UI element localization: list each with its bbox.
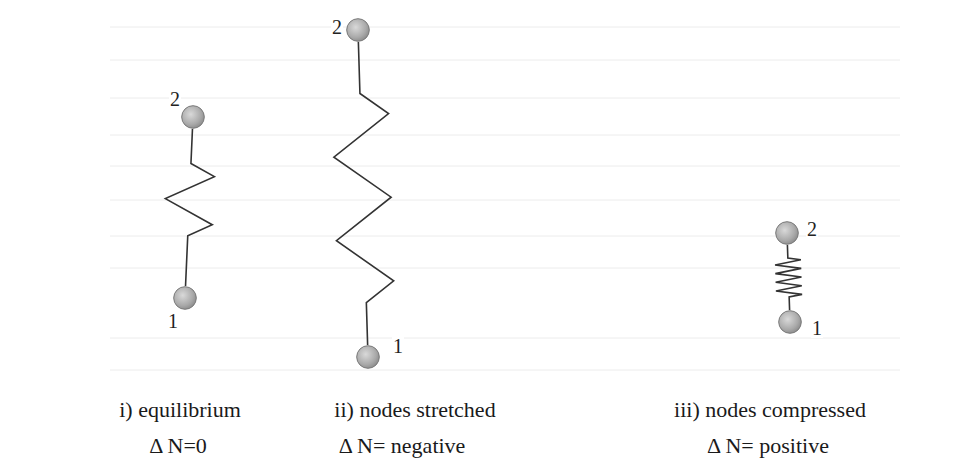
caption-text: Δ N= negative xyxy=(339,434,466,458)
spring xyxy=(165,129,214,286)
caption-text: ii) nodes stretched xyxy=(334,398,495,422)
ball-outline xyxy=(778,310,802,334)
spring xyxy=(334,42,394,345)
node-ball: 1 xyxy=(778,310,802,334)
spring xyxy=(775,245,802,310)
node-number: 2 xyxy=(331,17,343,37)
node-ball: 2 xyxy=(346,18,370,42)
caption-text: Δ N= positive xyxy=(707,434,829,458)
ruled-lines xyxy=(110,27,900,370)
caption-text: Δ N=0 xyxy=(149,434,207,458)
node-ball: 1 xyxy=(356,345,380,369)
ball-outline xyxy=(181,105,205,129)
caption-text: iii) nodes compressed xyxy=(674,398,866,422)
node-ball: 2 xyxy=(181,105,205,129)
ball-outline xyxy=(356,345,380,369)
node-number: 1 xyxy=(392,336,404,356)
node-ball: 2 xyxy=(775,221,799,245)
caption-text: i) equilibrium xyxy=(119,398,241,422)
node-number: 2 xyxy=(169,89,181,109)
ball-outline xyxy=(775,221,799,245)
node-number: 2 xyxy=(806,219,818,239)
node-number: 1 xyxy=(811,318,823,338)
node-number: 1 xyxy=(167,311,179,331)
ball-outline xyxy=(173,286,197,310)
ball-outline xyxy=(346,18,370,42)
node-ball: 1 xyxy=(173,286,197,310)
